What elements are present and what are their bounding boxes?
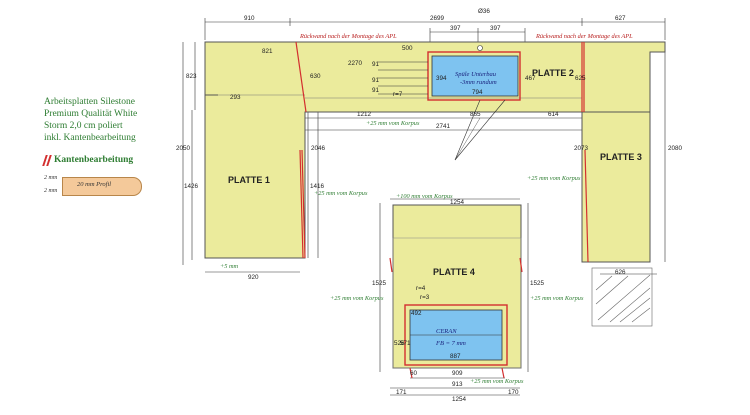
dim-1426: 1426 [184,183,199,190]
sink-subtitle: -3mm rundum [460,79,497,86]
sink-cutout [378,45,521,161]
profile-label: 20 mm Profil [77,181,112,188]
dim-626: 626 [615,269,626,276]
dim-2741: 2741 [436,123,451,130]
dim-91c: 91 [372,87,380,94]
dim-60: 60 [410,370,418,377]
dim-823: 823 [186,73,197,80]
edge-legend-title: Kantenbearbeitung [54,155,134,165]
wall-note-left: Rückwand nach der Montage des APL [299,33,397,40]
dim-920: 920 [248,274,259,281]
dim-887: 887 [450,353,461,360]
profile-top-thickness: 2 mm [44,175,58,181]
dim-1416: 1416 [310,183,325,190]
edge-marks [295,41,589,379]
dim-614: 614 [548,111,559,118]
ceran-cutout [404,304,508,366]
dim-2080: 2080 [668,145,683,152]
edge-profile-swatch: 20 mm Profil [62,177,142,196]
ceran-title: CERAN [436,328,457,335]
legend-line-1: Arbeitsplatten Silestone [44,97,136,107]
plate-3-label: PLATTE 3 [600,152,642,162]
dim-1212: 1212 [357,111,372,118]
dim-2270: 2270 [348,60,363,67]
dim-397b: 397 [490,25,501,32]
dim-526: 526 [394,340,405,347]
radius-7: r=7 [393,91,403,98]
dim-794: 794 [472,89,483,96]
korpus-note-2: +25 mm vom Korpus [314,190,368,197]
tap-hole [477,45,483,51]
plus5-note: +5 mm [220,263,239,270]
dim-500: 500 [402,45,413,52]
korpus-note-1: +25 mm vom Korpus [366,120,420,127]
edge-mark-icon [44,155,47,165]
radius-3: r=3 [420,294,430,301]
fridge-box [591,267,653,327]
dim-630: 630 [310,73,321,80]
dim-1525a: 1525 [372,280,387,287]
dim-865: 865 [470,111,481,118]
legend-line-4: inkl. Kantenbearbeitung [44,133,136,143]
legend-line-3: Storm 2,0 cm poliert [44,121,123,131]
radius-4: r=4 [416,285,426,292]
dim-913: 913 [452,381,463,388]
dim-1254a: 1254 [450,199,465,206]
profile-bottom-thickness: 2 mm [44,188,58,194]
dim-91b: 91 [372,77,380,84]
wall-note-right: Rückwand nach der Montage des APL [535,33,633,40]
dim-293: 293 [230,94,241,101]
dim-2050: 2050 [176,145,191,152]
plate-3-shape [581,111,651,263]
korpus-note-100: +100 mm vom Korpus [396,193,453,200]
plate-1-label: PLATTE 1 [228,175,270,185]
dim-d36: Ø36 [478,8,490,15]
sink-basin [431,55,519,97]
plate-4-label: PLATTE 4 [433,267,475,277]
dim-2073: 2073 [574,145,589,152]
ceran-subtitle: FB = 7 mm [435,340,466,347]
dim-492: 492 [411,310,422,317]
dim-170: 170 [508,389,519,396]
dim-821: 821 [262,48,273,55]
legend: Arbeitsplatten Silestone Premium Qualitä… [44,96,194,144]
dim-2699: 2699 [430,15,445,22]
dim-397a: 397 [450,25,461,32]
dimension-labels: 910 2699 627 Ø36 397 397 821 500 2270 82… [176,8,683,403]
dim-909: 909 [452,370,463,377]
dim-2046: 2046 [311,145,326,152]
korpus-note-3: +25 mm vom Korpus [527,175,581,182]
dim-467: 467 [525,75,536,82]
countertop-main [204,41,666,263]
plate-2-label: PLATTE 2 [532,68,574,78]
korpus-note-5: +25 mm vom Korpus [530,295,584,302]
dim-571: 571 [400,340,411,347]
legend-line-2: Premium Qualität White [44,109,138,119]
korpus-note-4: +25 mm vom Korpus [330,295,384,302]
dim-171: 171 [396,389,407,396]
dim-910: 910 [244,15,255,22]
dim-1254b: 1254 [452,396,467,403]
dim-91a: 91 [372,61,380,68]
dim-625: 625 [575,75,586,82]
sink-title: Spüle Unterbau [455,71,497,78]
dim-1525b: 1525 [530,280,545,287]
dim-394: 394 [436,75,447,82]
dim-627: 627 [615,15,626,22]
korpus-note-6: +25 mm vom Korpus [470,378,524,385]
